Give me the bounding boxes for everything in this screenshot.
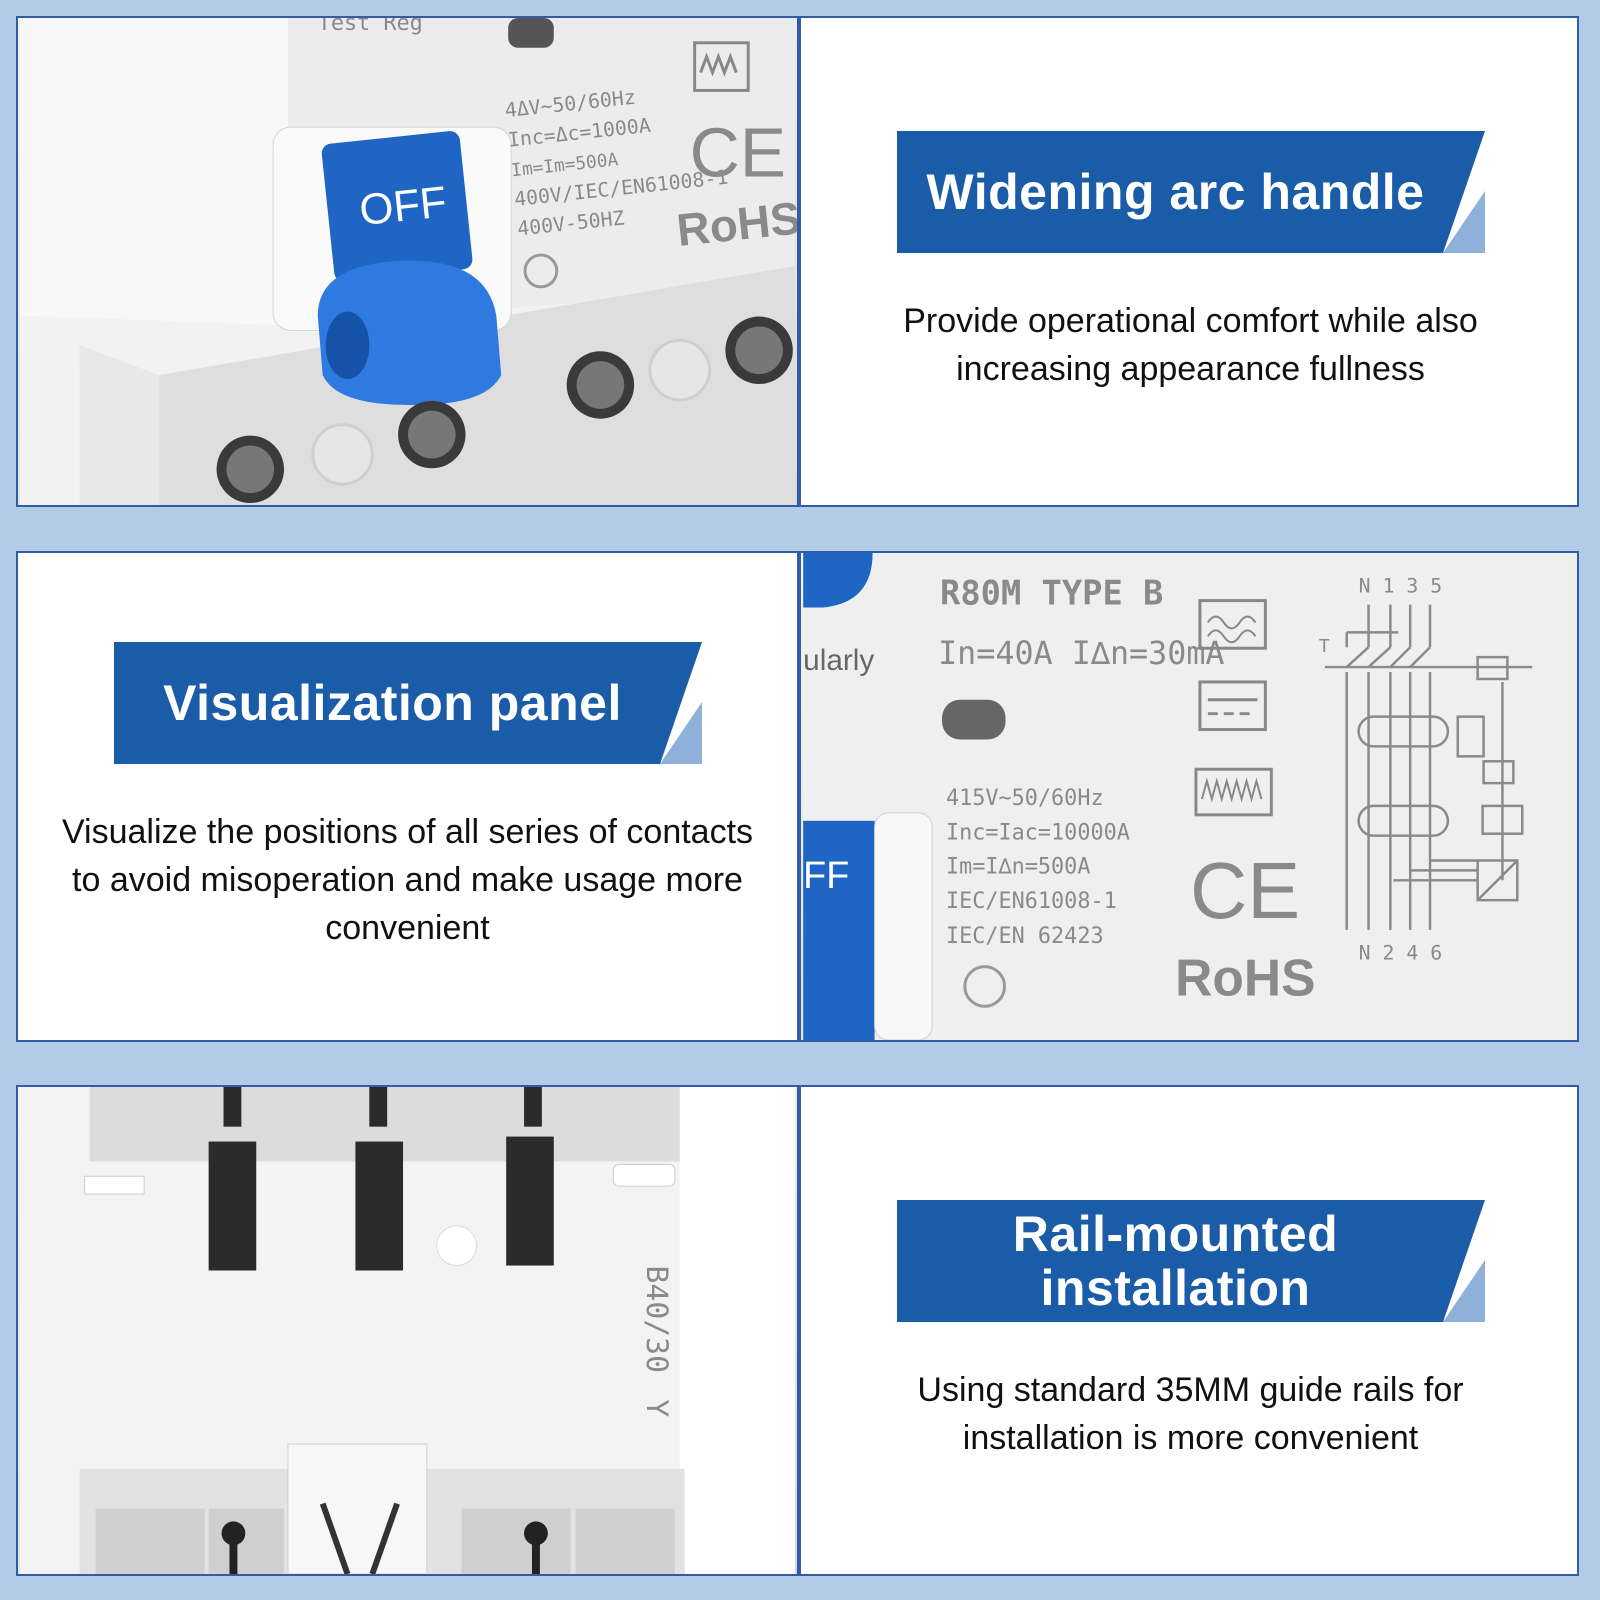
terminals-top: N 1 3 5 <box>1359 575 1443 598</box>
clip-slots <box>208 1087 554 1271</box>
title-banner: Widening arc handle <box>896 130 1485 253</box>
side-code: B40/30 <box>639 1266 674 1373</box>
breaker-handle-photo: OFF Test Reg 4ΔV~50/60Hz Inc=Δc=1000A Im… <box>18 18 799 505</box>
ce-mark: CE <box>1190 846 1300 935</box>
banner-shape <box>896 1199 1485 1322</box>
feature-panel-visualization: Visualization panel Visualize the positi… <box>16 551 1579 1042</box>
breaker-front-panel-photo: ularly FF R80M TYPE B In=40A I∆n=30mA 41… <box>799 553 1577 1040</box>
breaker-side-illustration: B40/30 Y <box>20 1087 795 1574</box>
ce-mark: CE <box>690 114 786 192</box>
spec-line: IEC/EN61008-1 <box>946 889 1117 914</box>
feature-title: Widening arc handle <box>926 163 1425 220</box>
feature-text-rail-mount: Rail-mounted installation Using standard… <box>799 1087 1577 1574</box>
feature-title: Visualization panel <box>163 674 622 731</box>
feature-description: Using standard 35MM guide rails for inst… <box>917 1370 1464 1457</box>
feature-panel-rail-mount: B40/30 Y Rail-mounted install <box>16 1085 1579 1576</box>
test-mark: T <box>1319 636 1330 657</box>
banner-shape <box>113 641 702 764</box>
model-text: R80M TYPE B <box>940 574 1163 613</box>
title-banner: Rail-mounted installation <box>896 1199 1485 1322</box>
temperature-icon <box>963 965 1007 1008</box>
feature-description: Visualize the positions of all series of… <box>61 812 754 947</box>
ac-wave-icon <box>1198 599 1267 650</box>
terminal-screws <box>216 316 793 504</box>
rohs-mark: RoHS <box>674 192 797 256</box>
terminals-bottom: N 2 4 6 <box>1359 942 1443 965</box>
breaker-front-illustration: ularly FF R80M TYPE B In=40A I∆n=30mA 41… <box>803 553 1577 1040</box>
feature-text-visualization: Visualization panel Visualize the positi… <box>18 553 799 1040</box>
rating-text: In=40A I∆n=30mA <box>938 636 1224 672</box>
spec-line: Im=I∆n=500A <box>946 854 1090 879</box>
banner-shape <box>896 130 1485 253</box>
spec-line: IEC/EN 62423 <box>946 924 1104 949</box>
breaker-handle-illustration: OFF Test Reg 4ΔV~50/60Hz Inc=Δc=1000A Im… <box>20 18 797 505</box>
dc-icon <box>1198 680 1267 732</box>
circuit-diagram: N 1 3 5 T N 2 4 6 <box>1319 575 1533 965</box>
feature-panel-arc-handle: OFF Test Reg 4ΔV~50/60Hz Inc=Δc=1000A Im… <box>16 16 1579 507</box>
spec-line: 415V~50/60Hz <box>946 786 1104 811</box>
feature-text-arc-handle: Widening arc handle Provide operational … <box>799 18 1577 505</box>
side-text: ularly <box>803 644 874 677</box>
spec-line: Inc=Iac=10000A <box>946 821 1130 846</box>
rail-clip <box>95 1443 675 1574</box>
switch-label: FF <box>803 854 849 896</box>
test-button <box>942 699 1006 740</box>
feature-title: Rail-mounted installation <box>1012 1205 1339 1316</box>
feature-description: Provide operational comfort while also i… <box>903 301 1478 388</box>
temperature-icon <box>523 253 559 289</box>
title-banner: Visualization panel <box>113 641 702 764</box>
breaker-side-photo: B40/30 Y <box>18 1087 799 1574</box>
side-letter: Y <box>639 1399 674 1417</box>
pulse-wave-icon <box>1194 767 1273 817</box>
rohs-mark: RoHS <box>1175 948 1315 1006</box>
top-text: Test Reg <box>318 18 423 36</box>
waveform-icon <box>693 41 750 92</box>
switch-label: OFF <box>357 177 449 235</box>
